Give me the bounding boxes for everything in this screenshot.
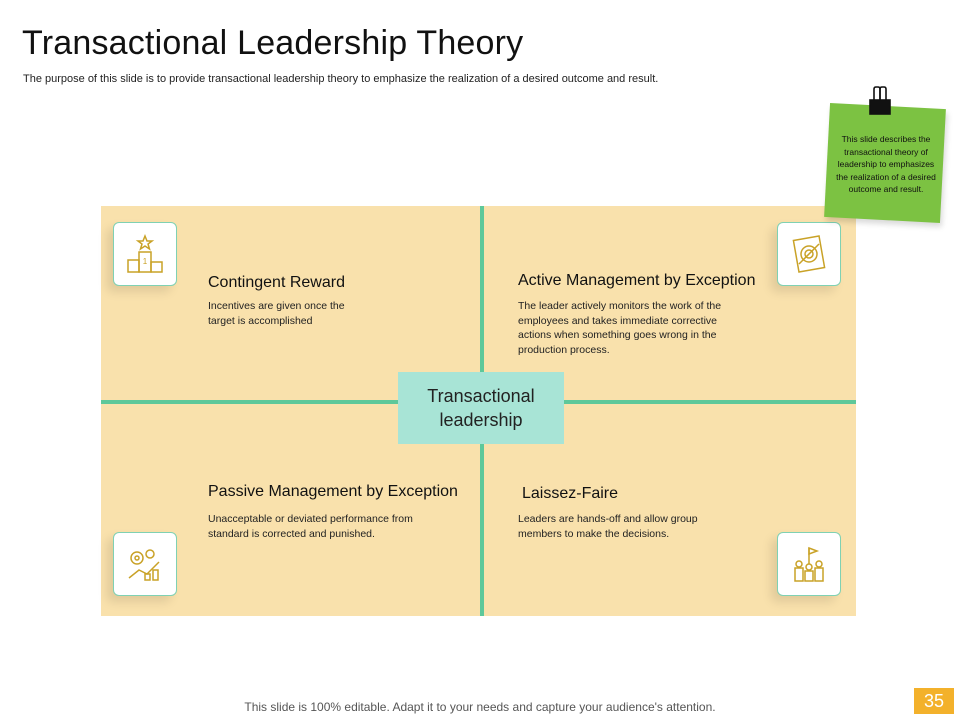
podium-icon: 1	[127, 234, 163, 273]
team-flag-icon	[794, 546, 824, 582]
contingent-reward-title: Contingent Reward	[208, 274, 345, 291]
page-number-badge: 35	[914, 688, 954, 714]
monitoring-icon-box	[777, 222, 841, 286]
podium-rank: 1	[143, 257, 148, 266]
center-label-line1: Transactional	[427, 386, 535, 406]
laissez-faire-desc: Leaders are hands-off and allow group me…	[518, 513, 698, 540]
quadrant-grid: 1 Contingent Reward Incentives are given…	[101, 206, 856, 616]
active-management-desc: The leader actively monitors the work of…	[518, 300, 722, 356]
monitoring-target-icon	[792, 235, 826, 273]
slide-title: Transactional Leadership Theory	[22, 24, 524, 62]
slide-subtitle: The purpose of this slide is to provide …	[23, 73, 659, 85]
contingent-reward-desc: Incentives are given once the target is …	[208, 300, 345, 327]
slide-footer: This slide is 100% editable. Adapt it to…	[244, 700, 716, 714]
active-management-title: Active Management by Exception	[518, 272, 756, 289]
laissez-faire-title: Laissez-Faire	[522, 485, 619, 502]
team-icon-box	[777, 532, 841, 596]
sticky-note-text: This slide describes the transactional t…	[836, 134, 936, 194]
passive-management-desc: Unacceptable or deviated performance fro…	[208, 513, 413, 540]
center-label-line2: leadership	[439, 410, 523, 430]
binder-clip-icon	[869, 86, 891, 115]
gears-chart-icon	[128, 549, 160, 581]
passive-management-title: Passive Management by Exception	[208, 483, 458, 500]
gears-icon-box	[113, 532, 177, 596]
podium-icon-box: 1	[113, 222, 177, 286]
center-label: Transactional leadership	[398, 372, 564, 444]
